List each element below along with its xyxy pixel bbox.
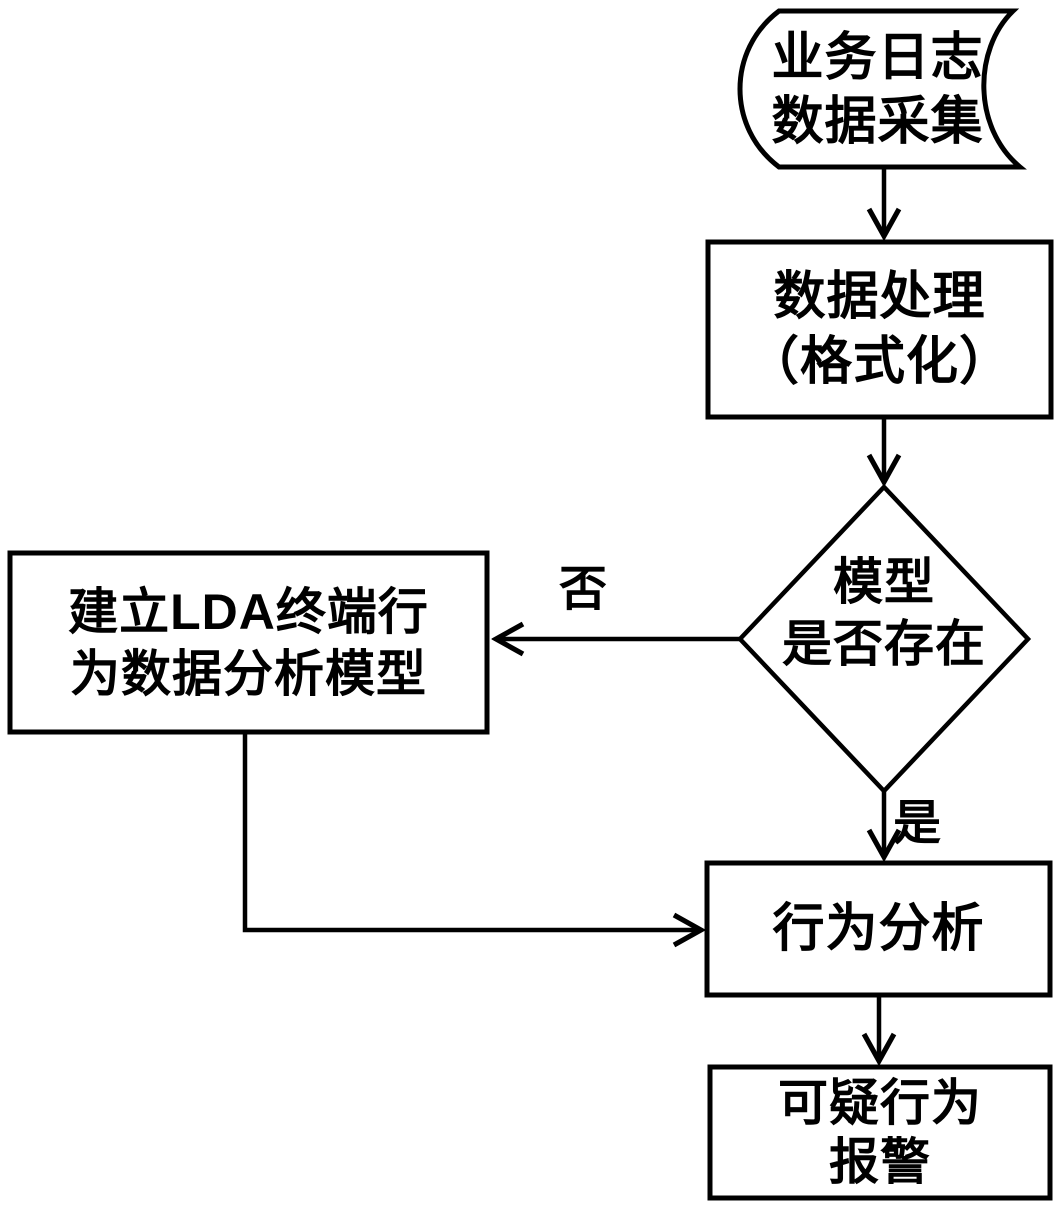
process-box-suspicious-alarm — [707, 1064, 1053, 1201]
arrow-build-model-to-analysis — [242, 732, 701, 930]
node-label-suspicious-alarm: 可疑行为 报警 — [778, 1074, 982, 1190]
node-label-behavior-analysis: 行为分析 — [772, 899, 985, 958]
process-box-build-model — [7, 550, 490, 735]
node-label-build-model: 建立LDA终端行 为数据分析模型 — [68, 583, 429, 702]
edge-label-no: 否 — [558, 563, 607, 616]
stored-data-shape-data-collection — [737, 8, 1027, 170]
edge-label-yes: 是 — [892, 797, 941, 850]
node-label-data-processing: 数据处理 （格式化） — [746, 268, 1012, 391]
process-box-data-processing — [705, 239, 1054, 420]
node-label-model-exists: 模型 是否存在 — [782, 553, 986, 672]
node-label-data-collection: 业务日志 数据采集 — [771, 28, 984, 151]
